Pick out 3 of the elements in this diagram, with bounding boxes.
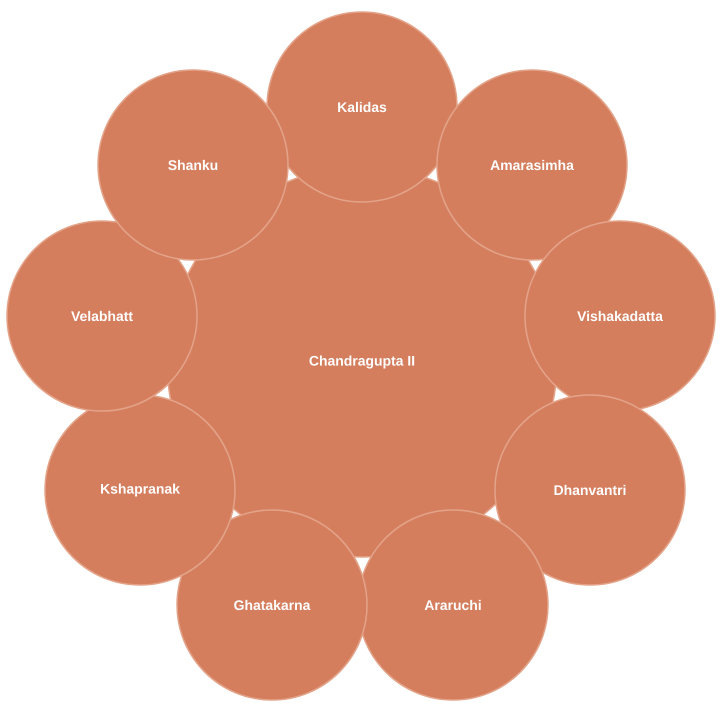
node-label: Vishakadatta — [577, 310, 663, 322]
node-label: Ghatakarna — [234, 600, 310, 610]
node-label: Araruchi — [424, 600, 481, 610]
